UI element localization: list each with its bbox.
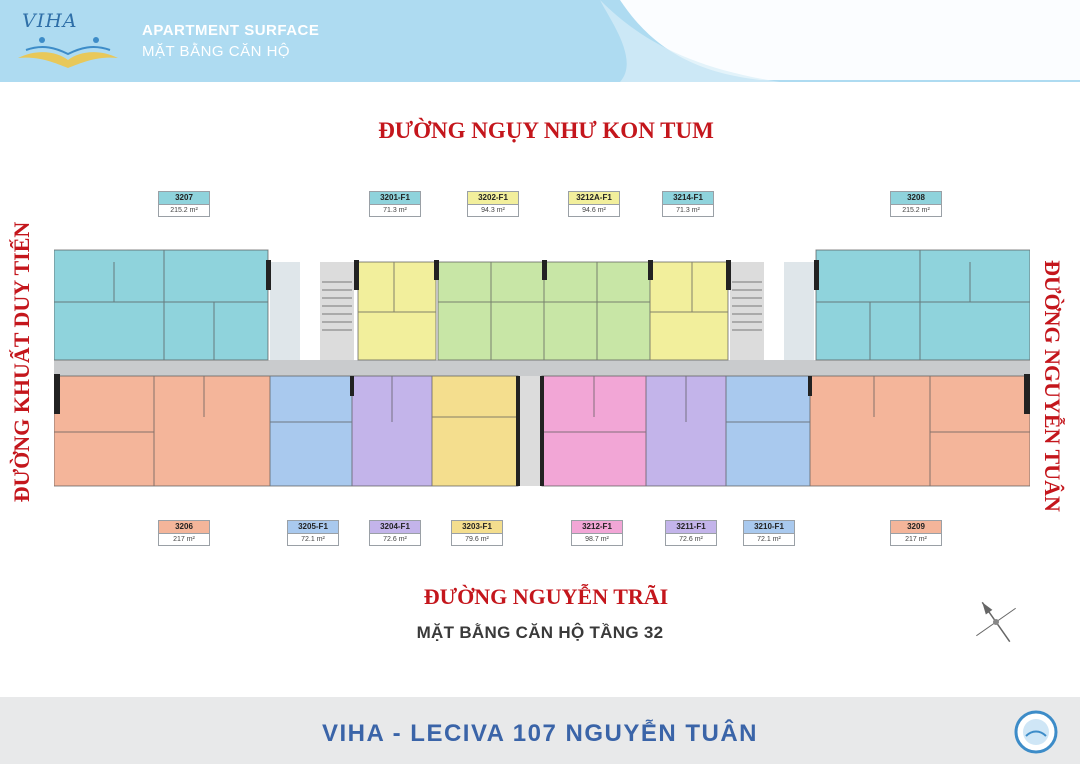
unit-area: 71.3 m² [383,207,407,214]
header-title: APARTMENT SURFACE [142,22,320,39]
unit-area: 72.1 m² [301,536,325,543]
elevator-left [320,262,354,360]
unit-3208[interactable] [816,250,1030,360]
header-subtitle: MẶT BẰNG CĂN HỘ [142,43,291,60]
unit-code: 3201-F1 [370,192,420,205]
unit-area: 217 m² [173,536,195,543]
unit-tag[interactable]: 3205-F1 72.1 m² [287,520,339,546]
unit-tag[interactable]: 3204-F1 72.6 m² [369,520,421,546]
unit-3209[interactable] [810,376,1030,486]
stair-right [784,262,814,360]
unit-tag[interactable]: 3206 217 m² [158,520,210,546]
unit-code: 3210-F1 [744,521,794,534]
corridor [54,360,1030,376]
unit-area: 72.6 m² [383,536,407,543]
unit-tag[interactable]: 3210-F1 72.1 m² [743,520,795,546]
unit-area: 217 m² [905,536,927,543]
unit-code: 3204-F1 [370,521,420,534]
unit-tag[interactable]: 3212-F1 98.7 m² [571,520,623,546]
unit-tag[interactable]: 3203-F1 79.6 m² [451,520,503,546]
unit-3203[interactable] [432,376,518,486]
unit-tag[interactable]: 3209 217 m² [890,520,942,546]
unit-3205[interactable] [270,376,352,486]
unit-area: 71.3 m² [676,207,700,214]
unit-3207[interactable] [54,250,268,360]
unit-area: 94.6 m² [582,207,606,214]
street-left-label: ĐƯỜNG KHUẤT DUY TIẾN [9,221,34,503]
footer-text: VIHA - LECIVA 107 NGUYỄN TUÂN [322,720,758,747]
unit-area: 215.2 m² [902,207,930,214]
header-bar: VIHA APARTMENT SURFACE MẶT BẰNG CĂN HỘ [0,0,1080,82]
unit-code: 3203-F1 [452,521,502,534]
unit-tag[interactable]: 3202-F1 94.3 m² [467,191,519,217]
unit-code: 3207 [159,192,209,205]
unit-code: 3202-F1 [468,192,518,205]
unit-code: 3206 [159,521,209,534]
unit-area: 79.6 m² [465,536,489,543]
viha-seal-logo [1014,710,1058,754]
street-bottom-label: ĐƯỜNG NGUYỄN TRÃI [423,584,669,609]
footer-bar [0,697,1080,764]
unit-code: 3209 [891,521,941,534]
unit-3210[interactable] [726,376,810,486]
compass-rose-icon [976,601,1016,643]
unit-code: 3212A-F1 [569,192,619,205]
unit-area: 72.1 m² [757,536,781,543]
unit-area: 94.3 m² [481,207,505,214]
unit-3206[interactable] [54,376,270,486]
unit-code: 3211-F1 [666,521,716,534]
unit-code: 3212-F1 [572,521,622,534]
unit-3201[interactable] [358,262,436,360]
unit-tag[interactable]: 3214-F1 71.3 m² [662,191,714,217]
street-right-label: ĐƯỜNG NGUYỄN TUÂN [1040,260,1065,512]
unit-tag[interactable]: 3201-F1 71.3 m² [369,191,421,217]
header-wave-decoration [600,0,1080,82]
unit-area: 215.2 m² [170,207,198,214]
unit-code: 3214-F1 [663,192,713,205]
floor-plan [54,242,1030,494]
unit-tag[interactable]: 3207 215.2 m² [158,191,210,217]
unit-tag[interactable]: 3212A-F1 94.6 m² [568,191,620,217]
unit-area: 98.7 m² [585,536,609,543]
elevator-right [730,262,764,360]
core-center [518,376,542,486]
unit-area: 72.6 m² [679,536,703,543]
unit-tag[interactable]: 3208 215.2 m² [890,191,942,217]
unit-tag[interactable]: 3211-F1 72.6 m² [665,520,717,546]
unit-code: 3208 [891,192,941,205]
floor-title: MẶT BẰNG CĂN HỘ TẦNG 32 [416,623,664,642]
stair-left [270,262,300,360]
logo-text: VIHA [22,10,78,32]
structural-columns [54,260,1030,486]
unit-code: 3205-F1 [288,521,338,534]
unit-3214[interactable] [650,262,728,360]
stair-treads [322,281,762,331]
interior-walls [54,249,1030,487]
viha-logo [18,37,118,68]
street-top-label: ĐƯỜNG NGỤY NHƯ KON TUM [378,118,714,143]
